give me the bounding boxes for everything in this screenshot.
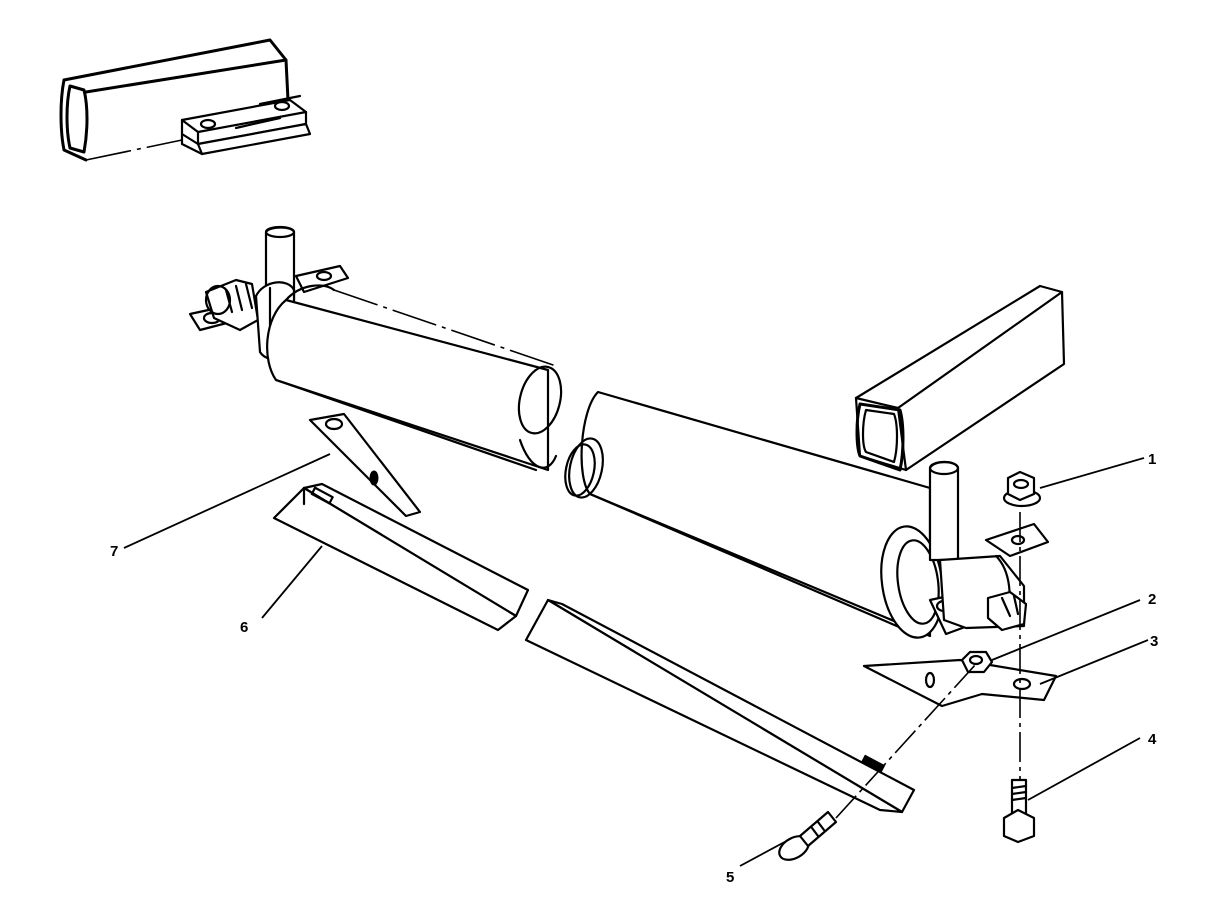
callout-labels: 1 2 3 4 5 6 7 (110, 451, 1158, 886)
part-5-carriage-bolt (778, 810, 838, 861)
alignment-lines (835, 512, 1021, 819)
callout-4: 4 (1148, 731, 1157, 748)
part-1-flange-nut (1002, 470, 1042, 508)
cylinder-left-half (188, 225, 563, 472)
callout-7: 7 (110, 543, 118, 560)
angle-bracket-right (524, 598, 916, 814)
part-6-angle-bracket-left (272, 482, 530, 632)
part-3-mounting-plate (862, 658, 1058, 708)
callout-1: 1 (1148, 451, 1156, 468)
callout-6: 6 (240, 619, 248, 636)
callout-5: 5 (726, 869, 734, 886)
cylinder-right-half (564, 390, 1050, 639)
callout-2: 2 (1148, 591, 1156, 608)
part-7-gusset-bracket (308, 412, 422, 518)
frame-rail-detail (59, 38, 312, 162)
part-2-nut (960, 650, 994, 674)
callout-3: 3 (1150, 633, 1158, 650)
leader-lines (123, 453, 1149, 867)
part-4-hex-bolt (1002, 778, 1036, 844)
frame-rail-right (854, 284, 1066, 472)
